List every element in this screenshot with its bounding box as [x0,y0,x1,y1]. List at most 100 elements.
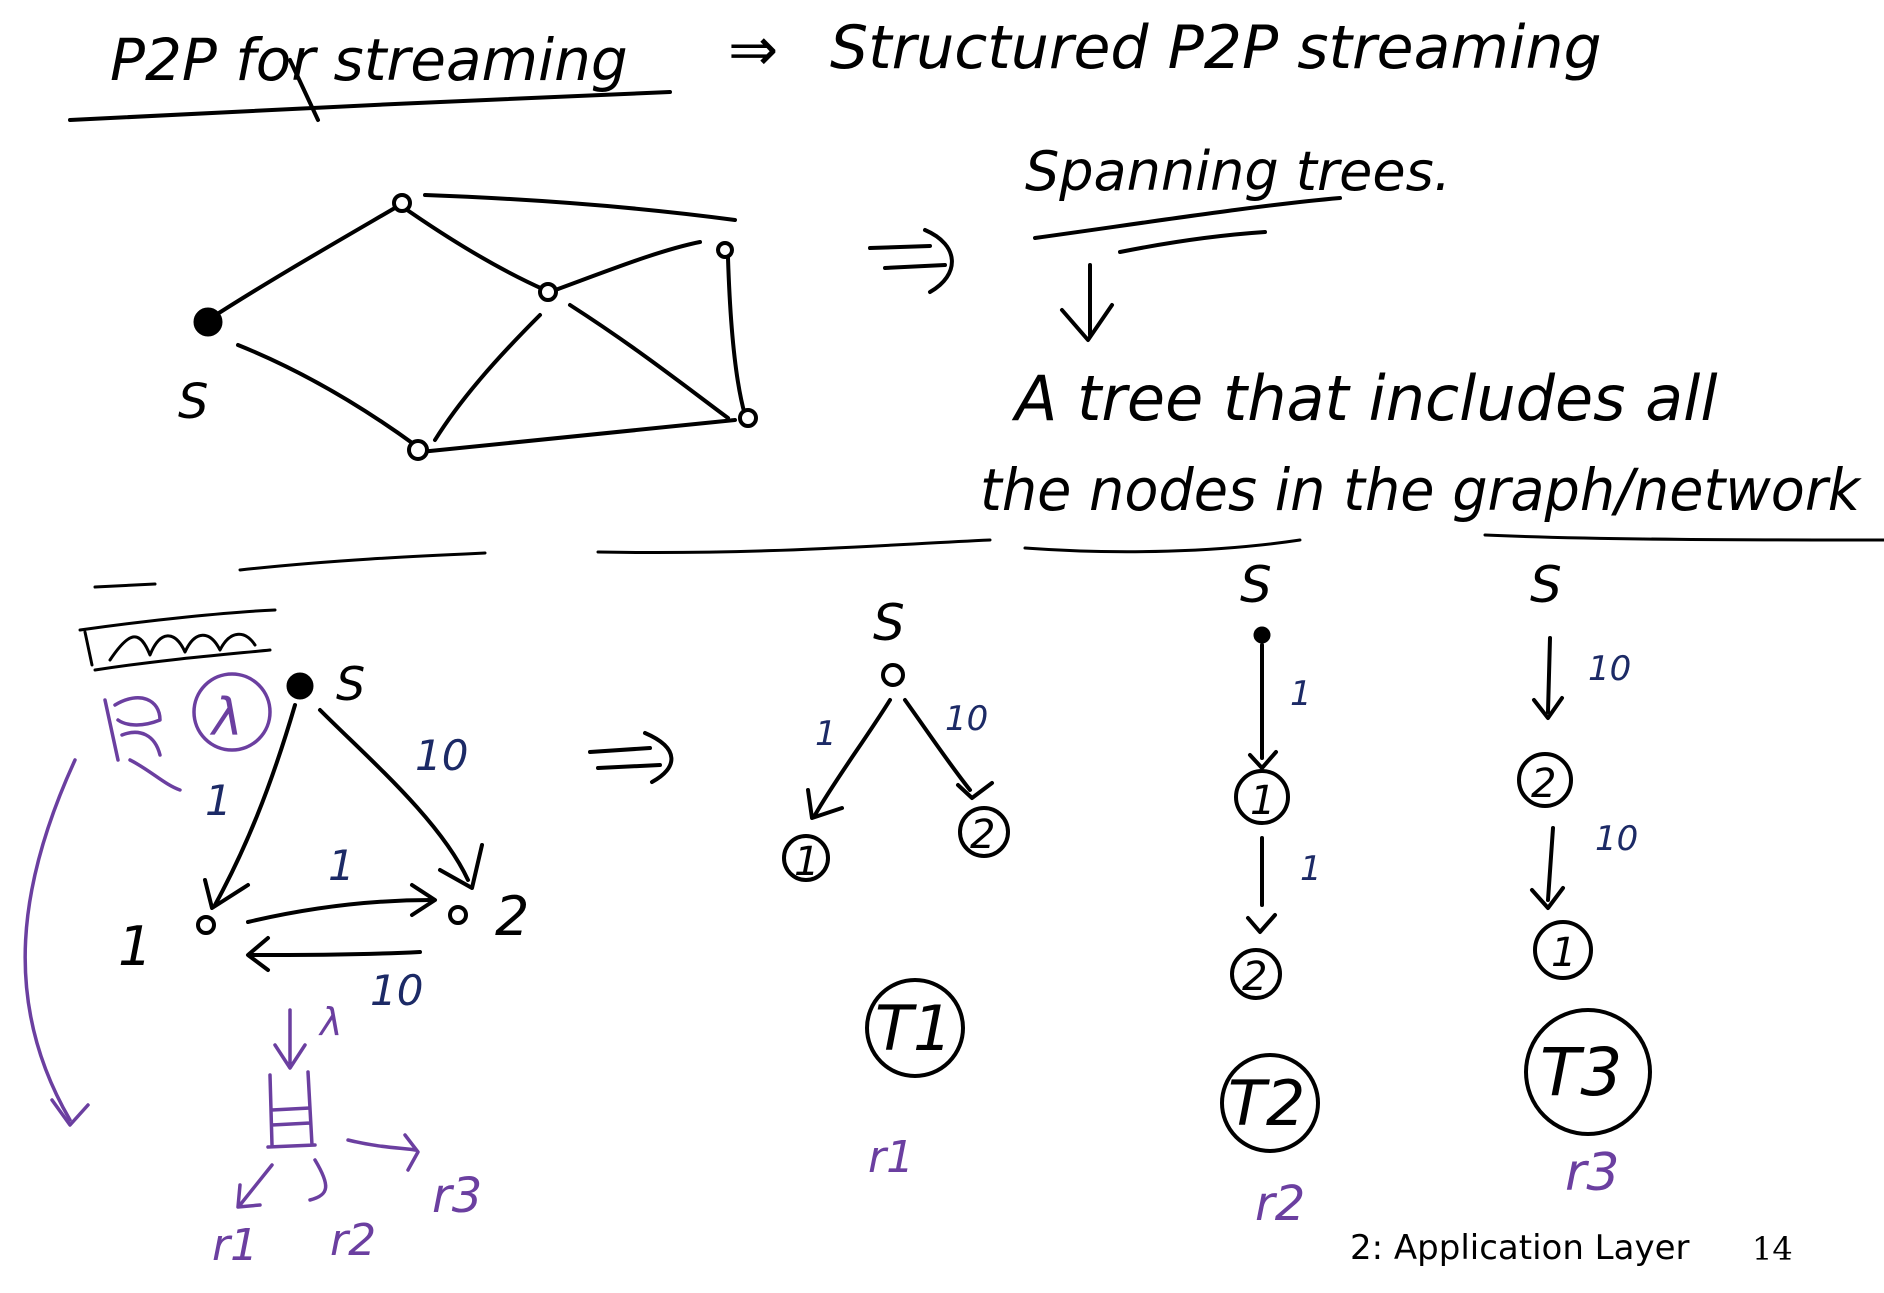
purple-queue-box [266,1070,317,1149]
separator [238,551,487,572]
tree-t3-weight-1: 10 [1588,649,1631,689]
tree-t3-node-2-circle [1517,752,1573,808]
spanning-underline [1033,196,1342,240]
tree-t1-node-2-label: 2 [970,812,995,858]
graph-edge [423,193,737,222]
spanning-title: Spanning trees. [1025,140,1451,203]
arrowhead-1-to-2 [410,883,437,917]
implies-arrow-top [868,228,954,294]
graph-edge [548,240,702,294]
graph-edge [418,418,737,454]
tree-t3-label: T3 [1540,1034,1622,1111]
example-graph: λ S 1 2 1 10 1 10 λ r1 r2 r3 [23,608,529,1271]
graph-node [538,282,558,302]
tree-t2: S 1 1 1 2 T2 r2 [1220,556,1322,1232]
graph-node [716,241,734,259]
tree-t1-edge-left [813,698,892,817]
tree-t3-source-label: S [1530,556,1562,614]
tree-t1-weight-right: 10 [945,699,988,739]
lambda-circle [192,672,272,752]
tree-t1-source-node [881,663,905,687]
footer-chapter: 2: Application Layer [1350,1228,1690,1268]
rate-r1-label: r1 [212,1220,258,1271]
graph-source-label: S [178,374,208,430]
graph-edge [726,256,747,417]
tree-t1-source-label: S [873,594,905,652]
separator [1023,538,1302,554]
spanning-definition-line1: A tree that includes all [1011,362,1718,435]
edge-s-to-2 [318,708,470,882]
separator [93,582,157,589]
tree-t2-arrowhead-2 [1246,913,1277,934]
tree-t2-label-circle [1220,1053,1320,1153]
example-node-1-label: 1 [118,915,152,978]
example-node-2 [448,905,468,925]
graph-edge [568,303,730,420]
purple-branch-r2 [308,1158,328,1202]
edge-2-to-1 [248,950,422,957]
arrowhead-s-to-1 [203,878,250,910]
tree-t3-rate: r3 [1565,1143,1619,1203]
tree-t1-node-2-circle [958,806,1010,858]
tree-t3-arrowhead-1 [1532,696,1564,720]
spanning-underline-2 [1118,230,1267,254]
down-arrow-head [1060,303,1114,342]
tree-t1-edge-right [903,698,972,792]
graph-edge [206,203,402,322]
tree-t1-label: T1 [875,992,952,1065]
example-source-node [286,672,314,700]
tree-t3-edge-2 [1546,826,1555,902]
tree-t3-node-2-label: 2 [1531,761,1556,807]
example-node-1 [196,915,216,935]
weight-s-to-1: 1 [205,776,232,825]
tree-t1: S 1 10 1 2 T1 r1 [782,594,1010,1183]
tree-t1-weight-left: 1 [815,714,837,754]
header-underline-1 [68,90,672,122]
tree-t2-weight-1: 1 [1290,674,1312,714]
weight-s-to-2: 10 [415,731,468,780]
edge-1-to-2 [246,898,434,924]
graph-edge [398,203,547,292]
tree-t3-weight-2: 10 [1595,819,1638,859]
purple-arrowhead [50,1098,90,1127]
tree-t1-node-1-label: 1 [794,839,819,885]
tree-t3-node-1-label: 1 [1551,930,1576,976]
rate-r2-label: r2 [330,1215,376,1266]
top-graph: S [178,193,758,461]
tree-t1-rate: r1 [868,1132,914,1183]
header-underline-tick [288,58,320,122]
purple-down-arrow [273,1008,307,1070]
tree-t2-source-node [1253,626,1271,644]
tree-t1-arrowhead-left [806,788,844,820]
tree-t3-edge-1 [1546,636,1552,714]
tree-t1-node-1-circle [782,834,830,882]
example-source-label: S [336,657,365,711]
purple-curved-arrow [23,758,77,1122]
graph-node [407,439,429,461]
tree-t1-label-circle [865,978,965,1078]
header-arrow: ⇒ [728,15,778,85]
tree-t2-node-2-label: 2 [1242,954,1267,1000]
spanning-definition-line2: the nodes in the graph/network [980,456,1862,524]
rate-r3-label: r3 [432,1168,482,1224]
separator [596,538,992,555]
arrowhead-s-to-2 [438,843,484,890]
tree-t2-arrowhead-1 [1248,750,1278,770]
weight-1-to-2: 1 [328,841,355,890]
scribble-label [78,608,277,672]
footer-page-number: 14 [1752,1230,1793,1268]
separator [1483,533,1884,542]
graph-edge [433,313,542,442]
graph-node [738,408,758,428]
purple-queue-glyph [103,696,182,792]
tree-t2-node-2-circle [1230,948,1282,1000]
header-left-text: P2P for streaming [110,26,628,94]
purple-lambda-small: λ [318,1000,343,1044]
tree-t2-label: T2 [1228,1067,1305,1140]
header-right-text: Structured P2P streaming [830,13,1602,83]
purple-branch-r3 [346,1133,420,1172]
tree-t3-node-1-circle [1533,920,1593,980]
tree-t3-arrowhead-2 [1530,886,1565,910]
tree-t3: S 10 2 10 1 T3 r3 [1517,556,1652,1203]
